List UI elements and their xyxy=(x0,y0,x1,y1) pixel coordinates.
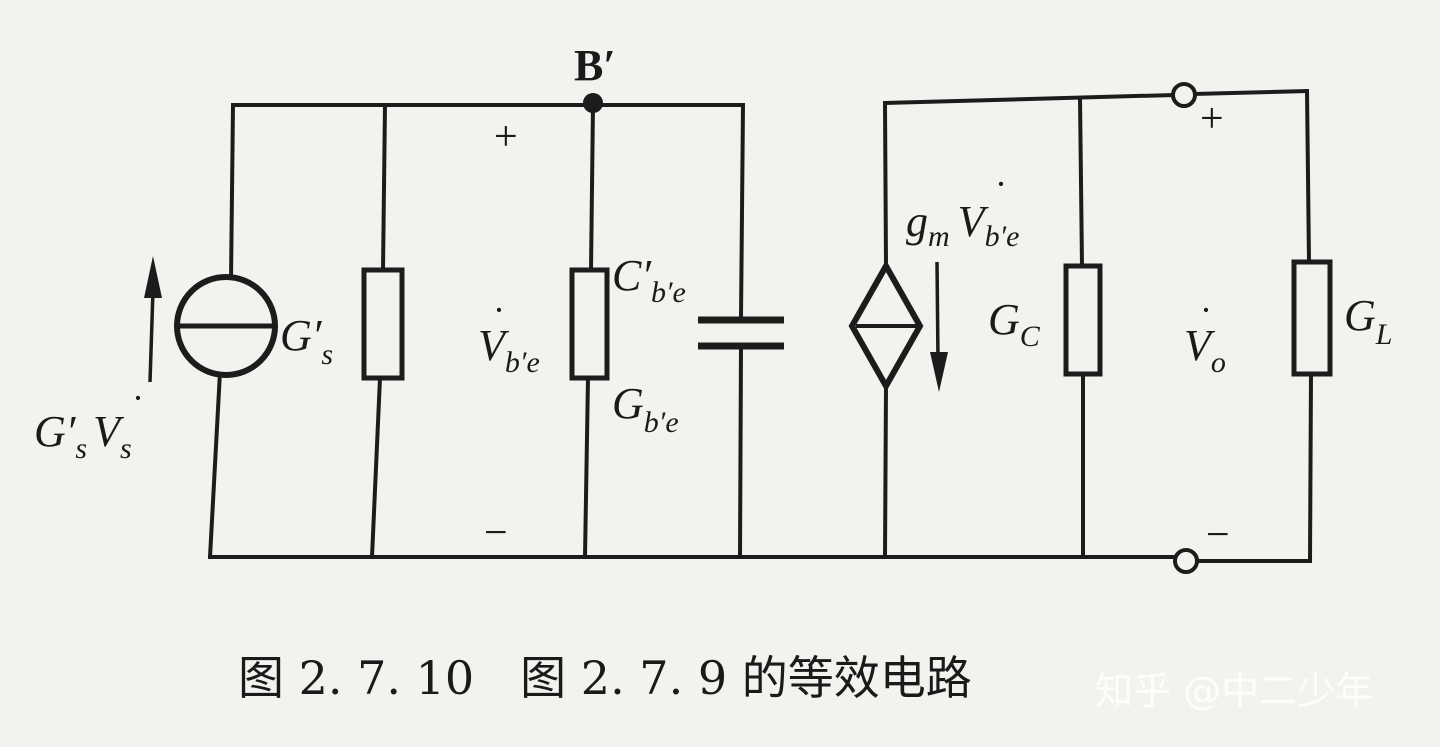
gs-wire-top xyxy=(380,102,388,273)
gs-resistor xyxy=(361,267,405,381)
ccs-wire-bottom xyxy=(882,383,889,560)
gs-label: G′s xyxy=(280,311,333,371)
gbe-resistor xyxy=(569,267,610,381)
source-wire-top xyxy=(228,102,236,283)
wires xyxy=(207,88,1314,564)
gc-wire-top xyxy=(1077,95,1085,269)
vo-minus-sign: − xyxy=(1206,512,1230,558)
gl-resistor xyxy=(1291,259,1333,377)
cap-wire-top xyxy=(738,102,746,321)
svg-text:·: · xyxy=(493,290,505,330)
figure-caption: 图 2. 7. 10 图 2. 7. 9 的等效电路 xyxy=(238,651,972,705)
svg-text:·: · xyxy=(1200,290,1212,330)
vo-label: Vo · xyxy=(1184,290,1226,379)
node-b-dot xyxy=(583,93,603,113)
source-arrow-icon xyxy=(144,256,162,383)
vbe-label: Vb′e · xyxy=(478,290,540,379)
controlled-source-symbol xyxy=(848,259,924,393)
current-source-symbol xyxy=(174,274,278,378)
gbe-wire-bottom xyxy=(582,375,591,560)
vbe-minus-sign: − xyxy=(484,510,508,556)
controlled-source-arrow-icon xyxy=(930,261,948,392)
gs-wire-bottom xyxy=(369,375,383,560)
svg-text:Vo: Vo xyxy=(1184,321,1226,379)
node-label-b: B′ xyxy=(574,41,616,90)
ccs-wire-top xyxy=(882,100,889,269)
top-rail-right-end xyxy=(1191,88,1310,97)
svg-text:G′sVs: G′sVs xyxy=(34,407,132,465)
svg-text:Vb′e: Vb′e xyxy=(478,321,540,379)
cbe-capacitor xyxy=(698,316,784,350)
gl-wire-top xyxy=(1304,88,1312,265)
svg-text:·: · xyxy=(995,164,1007,204)
vo-plus-sign: + xyxy=(1200,96,1224,142)
vbe-plus-sign: + xyxy=(494,114,518,160)
output-terminal-bottom xyxy=(1173,548,1199,574)
gc-label: GC xyxy=(988,295,1041,353)
gbe-label: Gb′e xyxy=(612,379,679,439)
cbe-label: C′b′e xyxy=(612,251,686,309)
cap-wire-bottom xyxy=(737,343,744,560)
watermark: 知乎 @中二少年 xyxy=(1095,669,1373,713)
gc-resistor xyxy=(1063,263,1103,377)
top-rail-right xyxy=(882,92,1176,106)
output-terminal-top xyxy=(1171,82,1197,108)
source-wire-bottom xyxy=(207,369,223,560)
gl-wire-bottom xyxy=(1307,371,1314,564)
gbe-wire-top xyxy=(588,102,596,273)
svg-text:·: · xyxy=(132,378,144,418)
gl-label: GL xyxy=(1344,291,1392,351)
